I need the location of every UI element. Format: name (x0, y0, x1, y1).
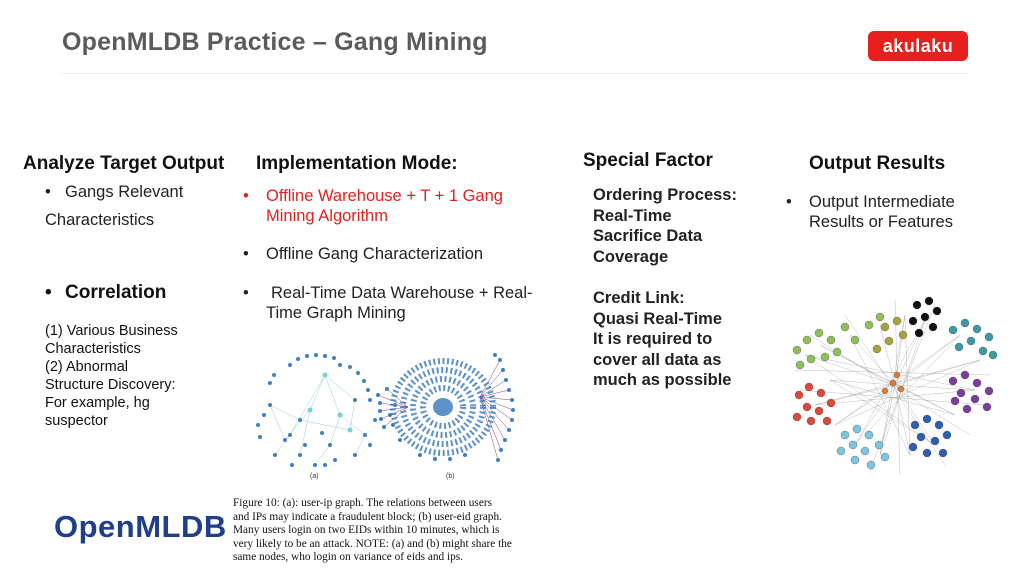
col2-item3-line2: Time Graph Mining (266, 304, 406, 322)
col1-bullet1-line2: Characteristics (45, 211, 155, 229)
col3-block1-line: Sacrifice Data (593, 227, 703, 245)
col1-bullet-gangs: • Gangs Relevant (45, 183, 183, 202)
col1-header: Analyze Target Output (23, 153, 225, 174)
col1-sub-line: Characteristics (45, 341, 141, 357)
network-cluster-center (881, 371, 905, 395)
slide-title: OpenMLDB Practice – Gang Mining (62, 28, 488, 56)
graph-b-cluster (388, 358, 496, 461)
akulaku-logo: akulaku (868, 31, 968, 61)
network-cluster-teal (948, 318, 998, 360)
col4-bullet: • Output Intermediate Results or Features (786, 192, 955, 232)
col3-block-credit: Credit Link: Quasi Real-Time It is requi… (593, 288, 731, 391)
col3-block-ordering: Ordering Process: Real-Time Sacrifice Da… (593, 185, 737, 267)
graph-a-hubs (307, 372, 353, 433)
network-edges (794, 299, 991, 476)
col2-item-offline-warehouse: • Offline Warehouse + T + 1 Gang Mining A… (243, 186, 503, 226)
col1-sub-line: Structure Discovery: (45, 377, 176, 393)
col3-block1-line: Coverage (593, 247, 669, 266)
col1-sub-line: For example, hg (45, 395, 150, 411)
col3-block2-line: Quasi Real-Time (593, 309, 722, 328)
col3-block1-line: Real-Time (593, 206, 672, 225)
network-cluster-purple (948, 370, 994, 414)
col2-item1-line2: Mining Algorithm (266, 207, 388, 225)
col3-block1-line: Ordering Process: (593, 186, 737, 204)
col2-item1-line1: Offline Warehouse + T + 1 Gang (266, 187, 503, 205)
figure-caption-line: same nodes, who login on variance of eid… (233, 551, 463, 563)
col1-bullet-correlation: • Correlation (45, 282, 166, 304)
bullet-dot-icon: • (243, 284, 249, 302)
bullet-dot-icon: • (243, 245, 249, 263)
col3-block2-line: It is required to (593, 330, 713, 348)
col1-bullet2: Correlation (65, 282, 167, 303)
col2-item2-line1: Offline Gang Characterization (266, 245, 484, 263)
openmldb-logo: OpenMLDB (54, 509, 227, 544)
bullet-dot-icon: • (243, 187, 249, 205)
bullet-dot-icon: • (45, 282, 52, 303)
col3-header: Special Factor (583, 150, 713, 171)
graph-a (269, 374, 366, 466)
col4-header: Output Results (809, 153, 946, 174)
col1-bullet1-line1: Gangs Relevant (65, 183, 184, 201)
col4-bullet-line1: Output Intermediate (809, 193, 955, 211)
bullet-dot-icon: • (45, 183, 51, 201)
network-cluster-lightblue (836, 424, 890, 470)
figure-caption-line: Figure 10: (a): user-ip graph. The relat… (233, 497, 493, 509)
user-ip-eid-graph-figure: (a) (b) (256, 353, 515, 480)
figure-caption-line: and IPs may indicate a fraudulent block;… (233, 510, 502, 523)
col2-item-realtime: • Real-Time Data Warehouse + Real- Time G… (243, 283, 533, 323)
graph-a-nodes (256, 353, 377, 467)
figure-label-b: (b) (446, 473, 455, 480)
col2-header: Implementation Mode: (256, 153, 458, 174)
network-cluster-red (792, 382, 836, 426)
network-cluster-green (792, 312, 885, 370)
col1-sub-list: (1) Various Business Characteristics (2)… (45, 322, 178, 430)
network-cluster-blue (908, 414, 952, 458)
col3-block2-line: cover all data as (593, 350, 722, 369)
figure-caption-line: Many users login on two EIDs within 10 m… (233, 524, 500, 536)
gang-network-graph (792, 296, 998, 476)
figure-label-a: (a) (310, 473, 319, 480)
col1-sub-line: (1) Various Business (45, 323, 178, 339)
col2-item3-line1: Real-Time Data Warehouse + Real- (271, 284, 533, 302)
col2-item-offline-characterization: • Offline Gang Characterization (243, 245, 483, 264)
col4-bullet-line2: Results or Features (809, 213, 953, 231)
col1-sub-line: (2) Abnormal (45, 359, 129, 375)
col1-sub-line: suspector (45, 413, 108, 429)
figure-caption-line: very likely to be an attack. NOTE: (a) a… (233, 537, 512, 550)
title-divider (62, 73, 968, 74)
graph-b-fan (376, 353, 515, 462)
col3-block2-line: Credit Link: (593, 289, 685, 307)
bullet-dot-icon: • (786, 193, 792, 211)
col3-block2-line: much as possible (593, 371, 732, 389)
figure-caption: Figure 10: (a): user-ip graph. The relat… (233, 497, 512, 565)
network-cluster-olive (872, 316, 908, 354)
network-cluster-black (908, 296, 942, 338)
